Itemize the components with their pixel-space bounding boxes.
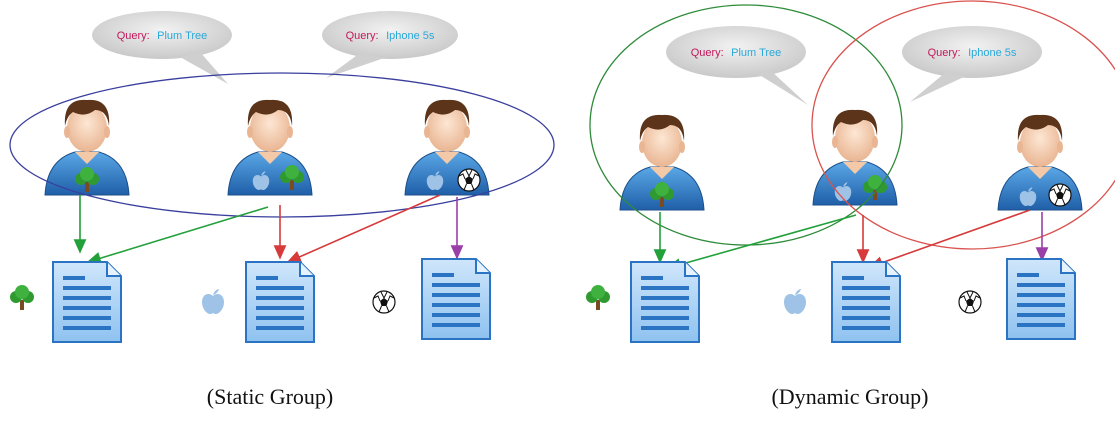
tree-icon (586, 285, 610, 310)
dynamic-group-green-circle (589, 4, 903, 246)
document-icon (1006, 258, 1076, 340)
svg-text:Query: Plum Tree: Query: Plum Tree (691, 43, 782, 60)
query-bubble-plum-tree: Query: Plum Tree (92, 11, 232, 84)
arrow-red (868, 209, 1031, 269)
document-icon (421, 258, 491, 340)
tree-icon (10, 285, 34, 310)
query-bubble-iphone: Query: Iphone 5s (902, 26, 1042, 102)
dynamic-group-panel: Query: Plum Tree Query: Iphone 5s (586, 0, 1115, 409)
query-bubble-iphone: Query: Iphone 5s (322, 11, 458, 78)
query-label: Query: (117, 30, 150, 42)
svg-text:Query: Plum Tree: Query: Plum Tree (117, 26, 208, 43)
arrow-red (286, 194, 441, 263)
soccer-ball-icon (457, 168, 481, 192)
user-avatar-icon (44, 99, 130, 196)
arrow-green (666, 214, 857, 271)
query-value: Iphone 5s (386, 30, 435, 42)
svg-text:Query: Iphone 5s: Query: Iphone 5s (346, 26, 435, 43)
query-value: Iphone 5s (968, 47, 1017, 59)
user-avatar-icon (812, 109, 898, 206)
query-label: Query: (346, 30, 379, 42)
soccer-ball-icon (372, 290, 396, 314)
svg-text:Query: Iphone 5s: Query: Iphone 5s (928, 43, 1017, 60)
query-bubble-plum-tree: Query: Plum Tree (666, 26, 808, 105)
query-value: Plum Tree (157, 30, 207, 42)
static-group-ellipse (9, 72, 555, 218)
document-icon (831, 261, 901, 343)
document-icon (52, 261, 122, 343)
query-label: Query: (691, 47, 724, 59)
apple-icon (784, 289, 806, 314)
static-group-panel: Query: Plum Tree Query: Iphone 5s (9, 11, 555, 409)
panel-caption: (Dynamic Group) (771, 384, 928, 409)
user-avatar-icon (227, 99, 313, 196)
document-icon (630, 261, 700, 343)
arrow-green (86, 206, 269, 265)
document-icon (245, 261, 315, 343)
user-avatar-icon (997, 114, 1083, 211)
soccer-ball-icon (1048, 183, 1072, 207)
dynamic-group-red-circle (811, 0, 1115, 250)
user-avatar-icon (619, 114, 705, 211)
panel-caption: (Static Group) (207, 384, 333, 409)
query-value: Plum Tree (731, 47, 781, 59)
user-avatar-icon (404, 99, 490, 196)
query-label: Query: (928, 47, 961, 59)
apple-icon (202, 289, 224, 314)
soccer-ball-icon (958, 290, 982, 314)
